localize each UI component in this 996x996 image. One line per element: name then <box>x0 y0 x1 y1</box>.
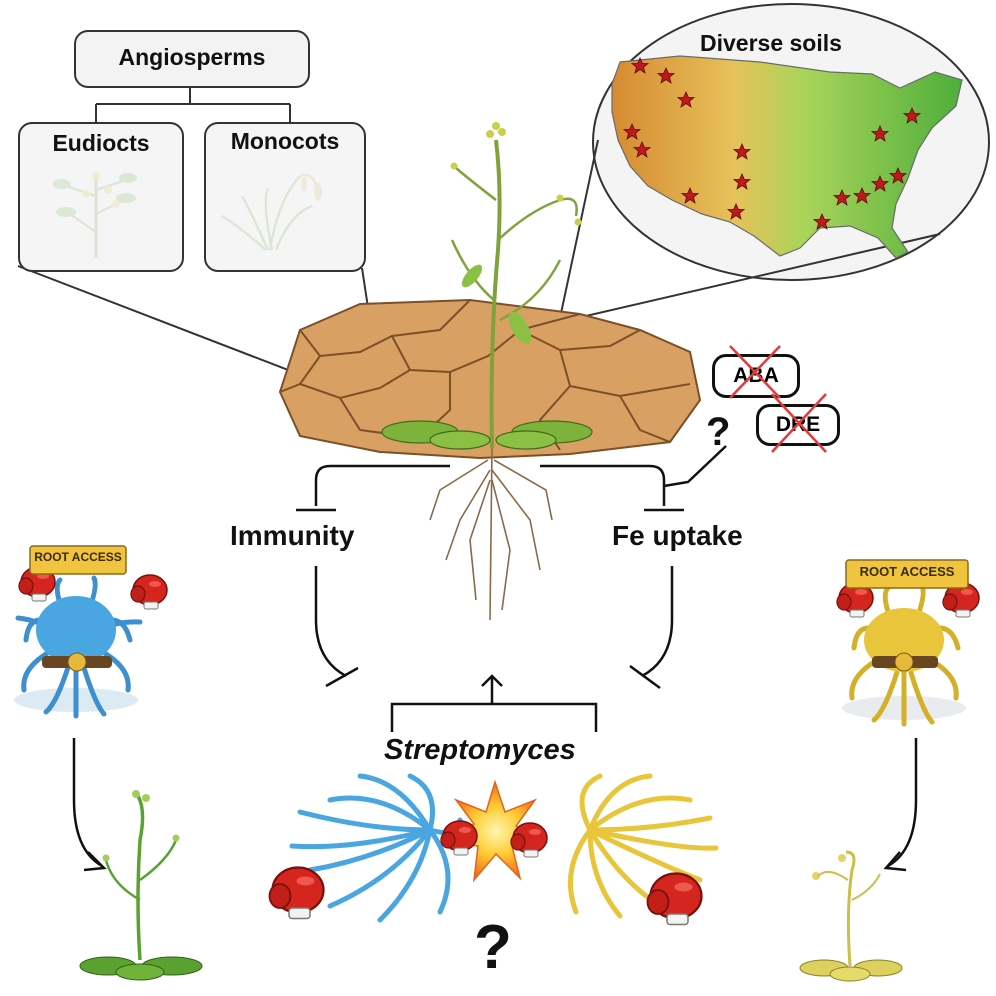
immunity-label: Immunity <box>230 520 355 551</box>
fe-uptake-label: Fe uptake <box>612 520 743 551</box>
boxing-glove-icon <box>440 820 478 856</box>
boxing-glove-icon <box>268 866 325 920</box>
aba-label: ABA <box>733 364 779 387</box>
root-access-banner-right: ROOT ACCESS <box>859 564 955 579</box>
map-bubble <box>559 3 990 323</box>
monocots-label: Monocots <box>230 128 340 154</box>
roots <box>429 447 553 621</box>
signal-unknown-mark: ? <box>706 410 731 454</box>
root-access-banner-left: ROOT ACCESS <box>34 550 122 564</box>
boxing-glove-icon <box>130 574 168 610</box>
boxing-glove-icon <box>646 872 703 926</box>
map-title: Diverse soils <box>700 30 842 56</box>
monocots-box <box>204 122 366 272</box>
boxing-glove-icon <box>510 822 548 858</box>
aba-signal-box: ABA <box>712 354 800 398</box>
dre-signal-box: DRE <box>756 404 840 446</box>
outcome-unknown-mark: ? <box>474 913 512 982</box>
collision-icon <box>443 779 549 883</box>
healthy-plant <box>79 790 203 981</box>
angiosperms-label: Angiosperms <box>118 44 266 70</box>
pathway-arrows <box>72 445 918 872</box>
streptomyces-label: Streptomyces <box>384 734 576 766</box>
eudicots-box <box>18 122 184 272</box>
eudicots-label: Eudiocts <box>52 130 150 156</box>
dre-label: DRE <box>775 413 821 436</box>
chlorotic-plant <box>799 850 903 982</box>
us-map <box>611 55 963 259</box>
microbe-battle <box>268 773 719 926</box>
angiosperms-box <box>74 30 310 88</box>
central-plant <box>381 122 593 450</box>
microbe-strain-a <box>14 545 168 719</box>
microbe-strain-b <box>836 559 980 727</box>
